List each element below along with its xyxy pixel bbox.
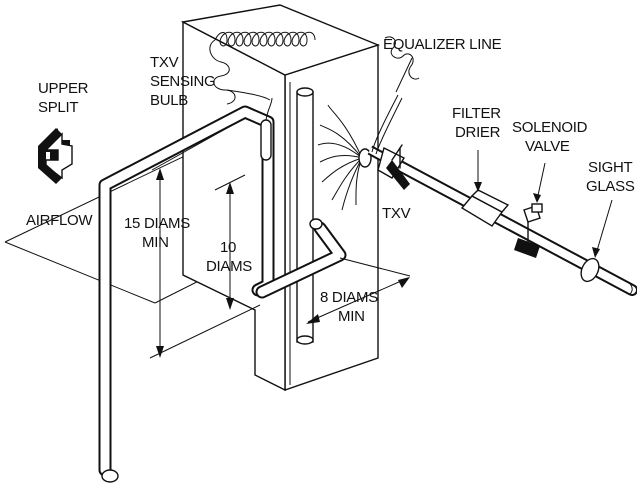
suction-line — [98, 97, 347, 483]
solenoid-valve-label-2: VALVE — [525, 138, 570, 155]
filter-drier — [460, 189, 510, 227]
solenoid-valve — [514, 203, 543, 258]
dimension-lines — [149, 117, 411, 359]
txv-sensing-bulb-label-1: TXV — [150, 54, 179, 71]
eight-diams-label-2: MIN — [338, 308, 365, 325]
distributor-tubes — [317, 104, 372, 211]
sight-glass-label-2: GLASS — [586, 178, 635, 195]
filter-drier-label-1: FILTER — [452, 105, 501, 122]
txv-label: TXV — [382, 205, 411, 222]
txv-sensing-bulb-label-2: SENSING — [150, 73, 215, 90]
solenoid-valve-label-1: SOLENOID — [512, 119, 588, 136]
text-labels: UPPER SPLIT TXV SENSING BULB EQUALIZER L… — [26, 36, 635, 325]
capillary-coil — [209, 31, 420, 105]
airflow-label: AIRFLOW — [26, 212, 93, 229]
filter-drier-label-2: DRIER — [455, 124, 501, 141]
eight-diams-label-1: 8 DIAMS — [320, 289, 378, 306]
equalizer-line-label: EQUALIZER LINE — [383, 36, 502, 53]
fifteen-diams-label-2: MIN — [142, 234, 169, 251]
sight-glass-label-1: SIGHT — [588, 159, 632, 176]
sight-glass — [580, 257, 600, 283]
txv-valve — [377, 144, 410, 190]
upper-split-label-1: UPPER — [38, 80, 89, 97]
ten-diams-label-2: DIAMS — [206, 258, 252, 275]
coil-cabinet — [180, 4, 381, 392]
txv-sensing-bulb-label-3: BULB — [150, 92, 188, 109]
zigzag-arrow-icon — [38, 128, 73, 184]
distributor-pipe — [296, 87, 314, 345]
leader-lines — [395, 57, 613, 258]
ten-diams-label-1: 10 — [220, 239, 236, 256]
equalizer-line — [371, 94, 403, 155]
upper-split-label-2: SPLIT — [38, 99, 78, 116]
fifteen-diams-label-1: 15 DIAMS — [124, 215, 190, 232]
